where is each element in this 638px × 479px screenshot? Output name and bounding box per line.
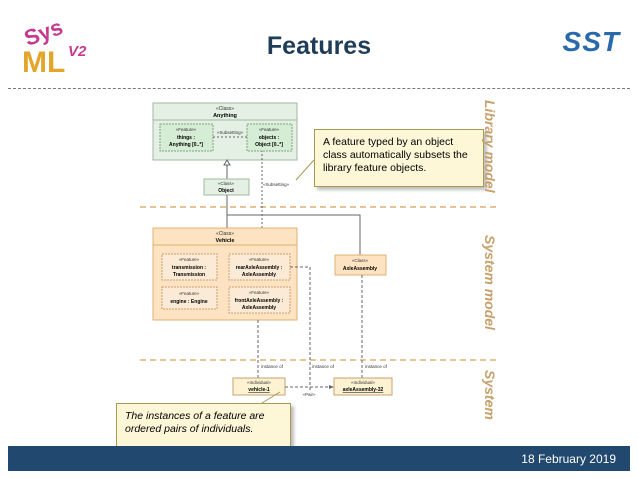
rear-axle-feature-line2: AxleAssembly (242, 272, 276, 278)
vehicle-class-name: Vehicle (216, 238, 235, 244)
object-generalization-arrow (223, 159, 231, 166)
anything-class-name: Anything (213, 113, 237, 119)
pair-label: «Pair» (302, 392, 316, 397)
axle-individual-name: axleAssembly-32 (343, 387, 384, 393)
callout-ordered-pairs: The instances of a feature are ordered p… (116, 403, 291, 447)
anything-class-stereotype: «Class» (216, 106, 234, 112)
things-feature-line2: Anything [0..*] (169, 142, 203, 148)
objects-feature-box (246, 123, 293, 152)
axle-generalization-line (227, 214, 361, 255)
object-class-stereotype: «Class» (218, 181, 235, 186)
objects-feature-stereotype: «Feature» (259, 127, 280, 132)
axle-assembly-class-stereotype: «Class» (352, 258, 369, 263)
front-axle-feature-line2: AxleAssembly (242, 305, 276, 311)
rear-axle-feature-box (228, 253, 291, 281)
axle-assembly-class-box (334, 254, 387, 276)
callout-bottom-pointer (261, 391, 281, 404)
callout-top-pointer (295, 159, 315, 181)
object-class-name: Object (218, 188, 234, 194)
svg-text:V2: V2 (68, 43, 87, 60)
axle-assembly-class-name: AxleAssembly (343, 266, 377, 272)
region-label-system-bottom: System (482, 370, 498, 420)
objects-feature-line1: objects : (259, 135, 280, 141)
instance-of-label-2: instance of (312, 364, 335, 369)
header-divider (8, 88, 630, 89)
things-feature-stereotype: «Feature» (176, 127, 197, 132)
vehicle-individual-name: vehicle-1 (248, 387, 270, 393)
objects-feature-line2: Object [0..*] (255, 142, 283, 148)
engine-feature-stereotype: «Feature» (179, 291, 200, 296)
axle-individual-box (333, 377, 393, 396)
axle-individual-stereotype: «Individual» (351, 380, 376, 385)
subsetting-label-object: «Subsetting» (263, 182, 290, 187)
transmission-feature-box (161, 253, 218, 281)
footer-bar: 18 February 2019 (8, 446, 630, 471)
front-axle-feature-stereotype: «Feature» (249, 290, 270, 295)
svg-text:ML: ML (22, 46, 65, 76)
region-label-system: System model (482, 235, 498, 330)
engine-feature-box (161, 286, 218, 310)
vehicle-individual-stereotype: «Individual» (247, 380, 272, 385)
rear-axle-feature-line1: rearAxleAssembly : (236, 265, 283, 271)
sysml-logo: Sys ML V2 (21, 14, 87, 76)
slide-title: Features (266, 32, 372, 60)
footer-date: 18 February 2019 (521, 452, 616, 466)
front-axle-feature-line1: frontAxleAssembly : (235, 298, 284, 304)
subsetting-label-top: «Subsetting» (217, 130, 244, 135)
region-label-library: Library model (482, 100, 498, 193)
slide (8, 8, 630, 471)
transmission-feature-line2: Transmission (173, 272, 205, 278)
front-axle-feature-box (228, 286, 291, 314)
transmission-feature-stereotype: «Feature» (179, 257, 200, 262)
engine-feature-line1: engine : Engine (170, 299, 207, 305)
instance-of-label-1: instance of (261, 364, 284, 369)
instance-of-label-3: instance of (365, 364, 388, 369)
pair-link-arrow (329, 385, 334, 389)
transmission-feature-line1: transmission : (172, 265, 207, 271)
callout-feature-subsets: A feature typed by an object class autom… (314, 129, 484, 187)
things-feature-line1: things : (177, 135, 195, 141)
sst-logo: SST (562, 26, 620, 57)
vehicle-class-stereotype: «Class» (216, 231, 234, 237)
rear-axle-feature-stereotype: «Feature» (249, 257, 270, 262)
